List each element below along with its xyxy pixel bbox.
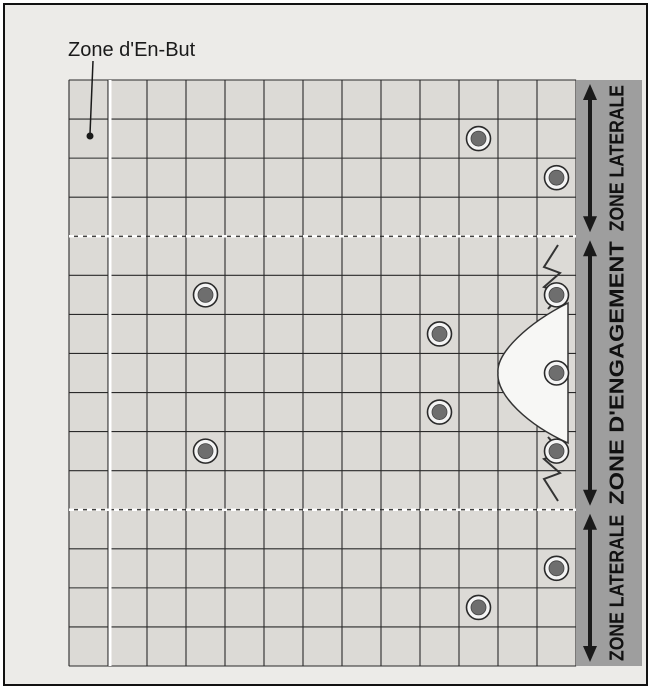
player-token-center: [549, 170, 564, 185]
player-token-center: [549, 561, 564, 576]
title-pointer-dot: [87, 133, 94, 140]
pitch-area: [69, 80, 576, 666]
player-token-center: [432, 326, 447, 341]
zone-label-top: ZONE LATERALE: [606, 85, 628, 231]
zone-label-bottom: ZONE LATERALE: [606, 515, 628, 661]
player-token-center: [198, 287, 213, 302]
player-token-center: [549, 366, 564, 381]
player-token-center: [549, 287, 564, 302]
player-token-center: [471, 131, 486, 146]
zone-label-middle: ZONE D'ENGAGEMENT: [606, 241, 628, 504]
player-token-center: [549, 444, 564, 459]
player-token-center: [432, 405, 447, 420]
player-token-center: [198, 444, 213, 459]
player-token-center: [471, 600, 486, 615]
zone-label-band: ZONE LATERALE ZONE D'ENGAGEMENT ZONE LAT…: [576, 80, 642, 666]
zone-labels: ZONE LATERALE ZONE D'ENGAGEMENT ZONE LAT…: [606, 85, 628, 661]
